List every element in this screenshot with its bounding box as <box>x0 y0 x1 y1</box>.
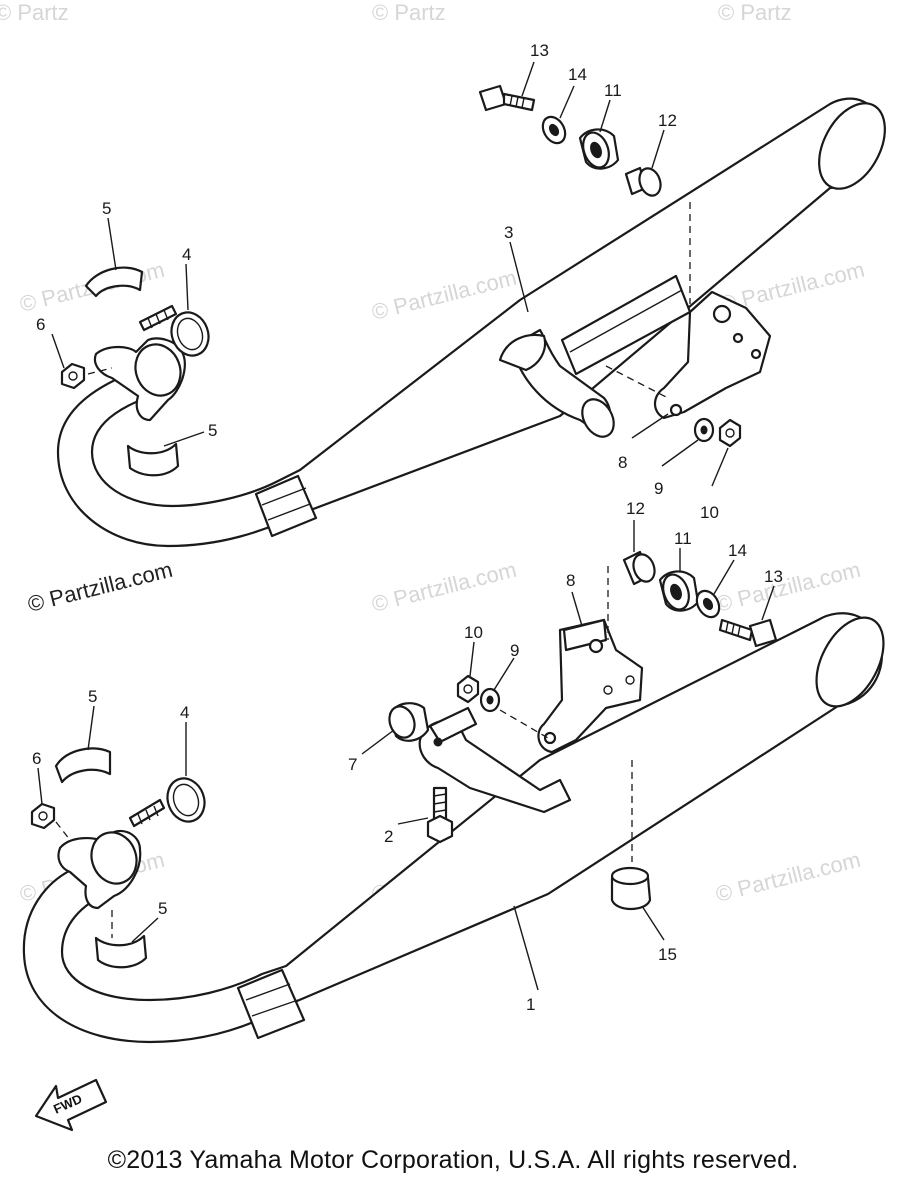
upper-gasket-ring <box>170 311 210 357</box>
watermark: © Partzilla.com <box>369 557 519 617</box>
lower-collar-bottom <box>94 934 148 969</box>
upper-bolt <box>478 84 508 112</box>
upper-muffler-assembly <box>56 97 886 548</box>
upper-mount-hardware <box>478 84 742 448</box>
callout-4: 4 <box>182 245 191 264</box>
upper-pipe-sleeve <box>254 474 318 538</box>
watermark: © Partz <box>372 0 446 25</box>
callout-5: 5 <box>208 421 217 440</box>
lower-bolt-13 <box>718 618 754 642</box>
leader-lines <box>37 61 775 991</box>
callout-14: 14 <box>568 65 587 84</box>
callout-9: 9 <box>654 479 663 498</box>
callout-2: 2 <box>384 827 393 846</box>
callout-6: 6 <box>36 315 45 334</box>
upper-collar-bottom <box>126 442 180 477</box>
callout-12: 12 <box>626 499 645 518</box>
lower-muffler-assembly <box>22 550 885 1044</box>
callout-6: 6 <box>32 749 41 768</box>
lower-collar-top <box>54 747 112 784</box>
watermark: © Partz <box>0 0 69 25</box>
upper-stay-bracket <box>653 290 772 420</box>
lower-nut-10 <box>456 674 480 704</box>
upper-nut-10 <box>718 418 742 448</box>
upper-collar-top <box>84 266 144 298</box>
lower-nut <box>30 802 56 830</box>
callout-1: 1 <box>526 995 535 1014</box>
lower-gasket-ring <box>166 777 206 823</box>
callout-7: 7 <box>348 755 357 774</box>
fwd-arrow: FWD <box>34 1078 108 1132</box>
callout-11: 11 <box>674 529 692 548</box>
callout-4: 4 <box>180 703 189 722</box>
callout-8: 8 <box>566 571 575 590</box>
callout-15: 15 <box>658 945 677 964</box>
callout-8: 8 <box>618 453 627 472</box>
callout-11: 11 <box>604 81 622 100</box>
callout-5: 5 <box>102 199 111 218</box>
watermark-dark: © Partzilla.com <box>25 557 175 617</box>
callout-13: 13 <box>530 41 549 60</box>
callout-12: 12 <box>658 111 677 130</box>
copyright-notice: ©2013 Yamaha Motor Corporation, U.S.A. A… <box>107 1146 799 1174</box>
watermark: © Partz <box>718 0 792 25</box>
callout-3: 3 <box>504 223 513 242</box>
callout-numbers: 13 14 11 12 3 5 4 6 5 8 9 10 12 11 14 13… <box>32 41 783 1014</box>
callout-5: 5 <box>88 687 97 706</box>
lower-pipe-sleeve <box>236 968 306 1040</box>
upper-nut <box>60 362 86 390</box>
callout-10: 10 <box>464 623 483 642</box>
callout-13: 13 <box>764 567 783 586</box>
callout-14: 14 <box>728 541 747 560</box>
watermark: © Partzilla.com <box>713 557 863 617</box>
callout-10: 10 <box>700 503 719 522</box>
callout-9: 9 <box>510 641 519 660</box>
upper-tail-end <box>818 102 886 190</box>
callout-5: 5 <box>158 899 167 918</box>
lower-tail-end <box>815 616 885 708</box>
watermark: © Partzilla.com <box>369 265 519 325</box>
lower-stay-bracket <box>537 618 644 754</box>
watermark: © Partzilla.com <box>713 847 863 907</box>
